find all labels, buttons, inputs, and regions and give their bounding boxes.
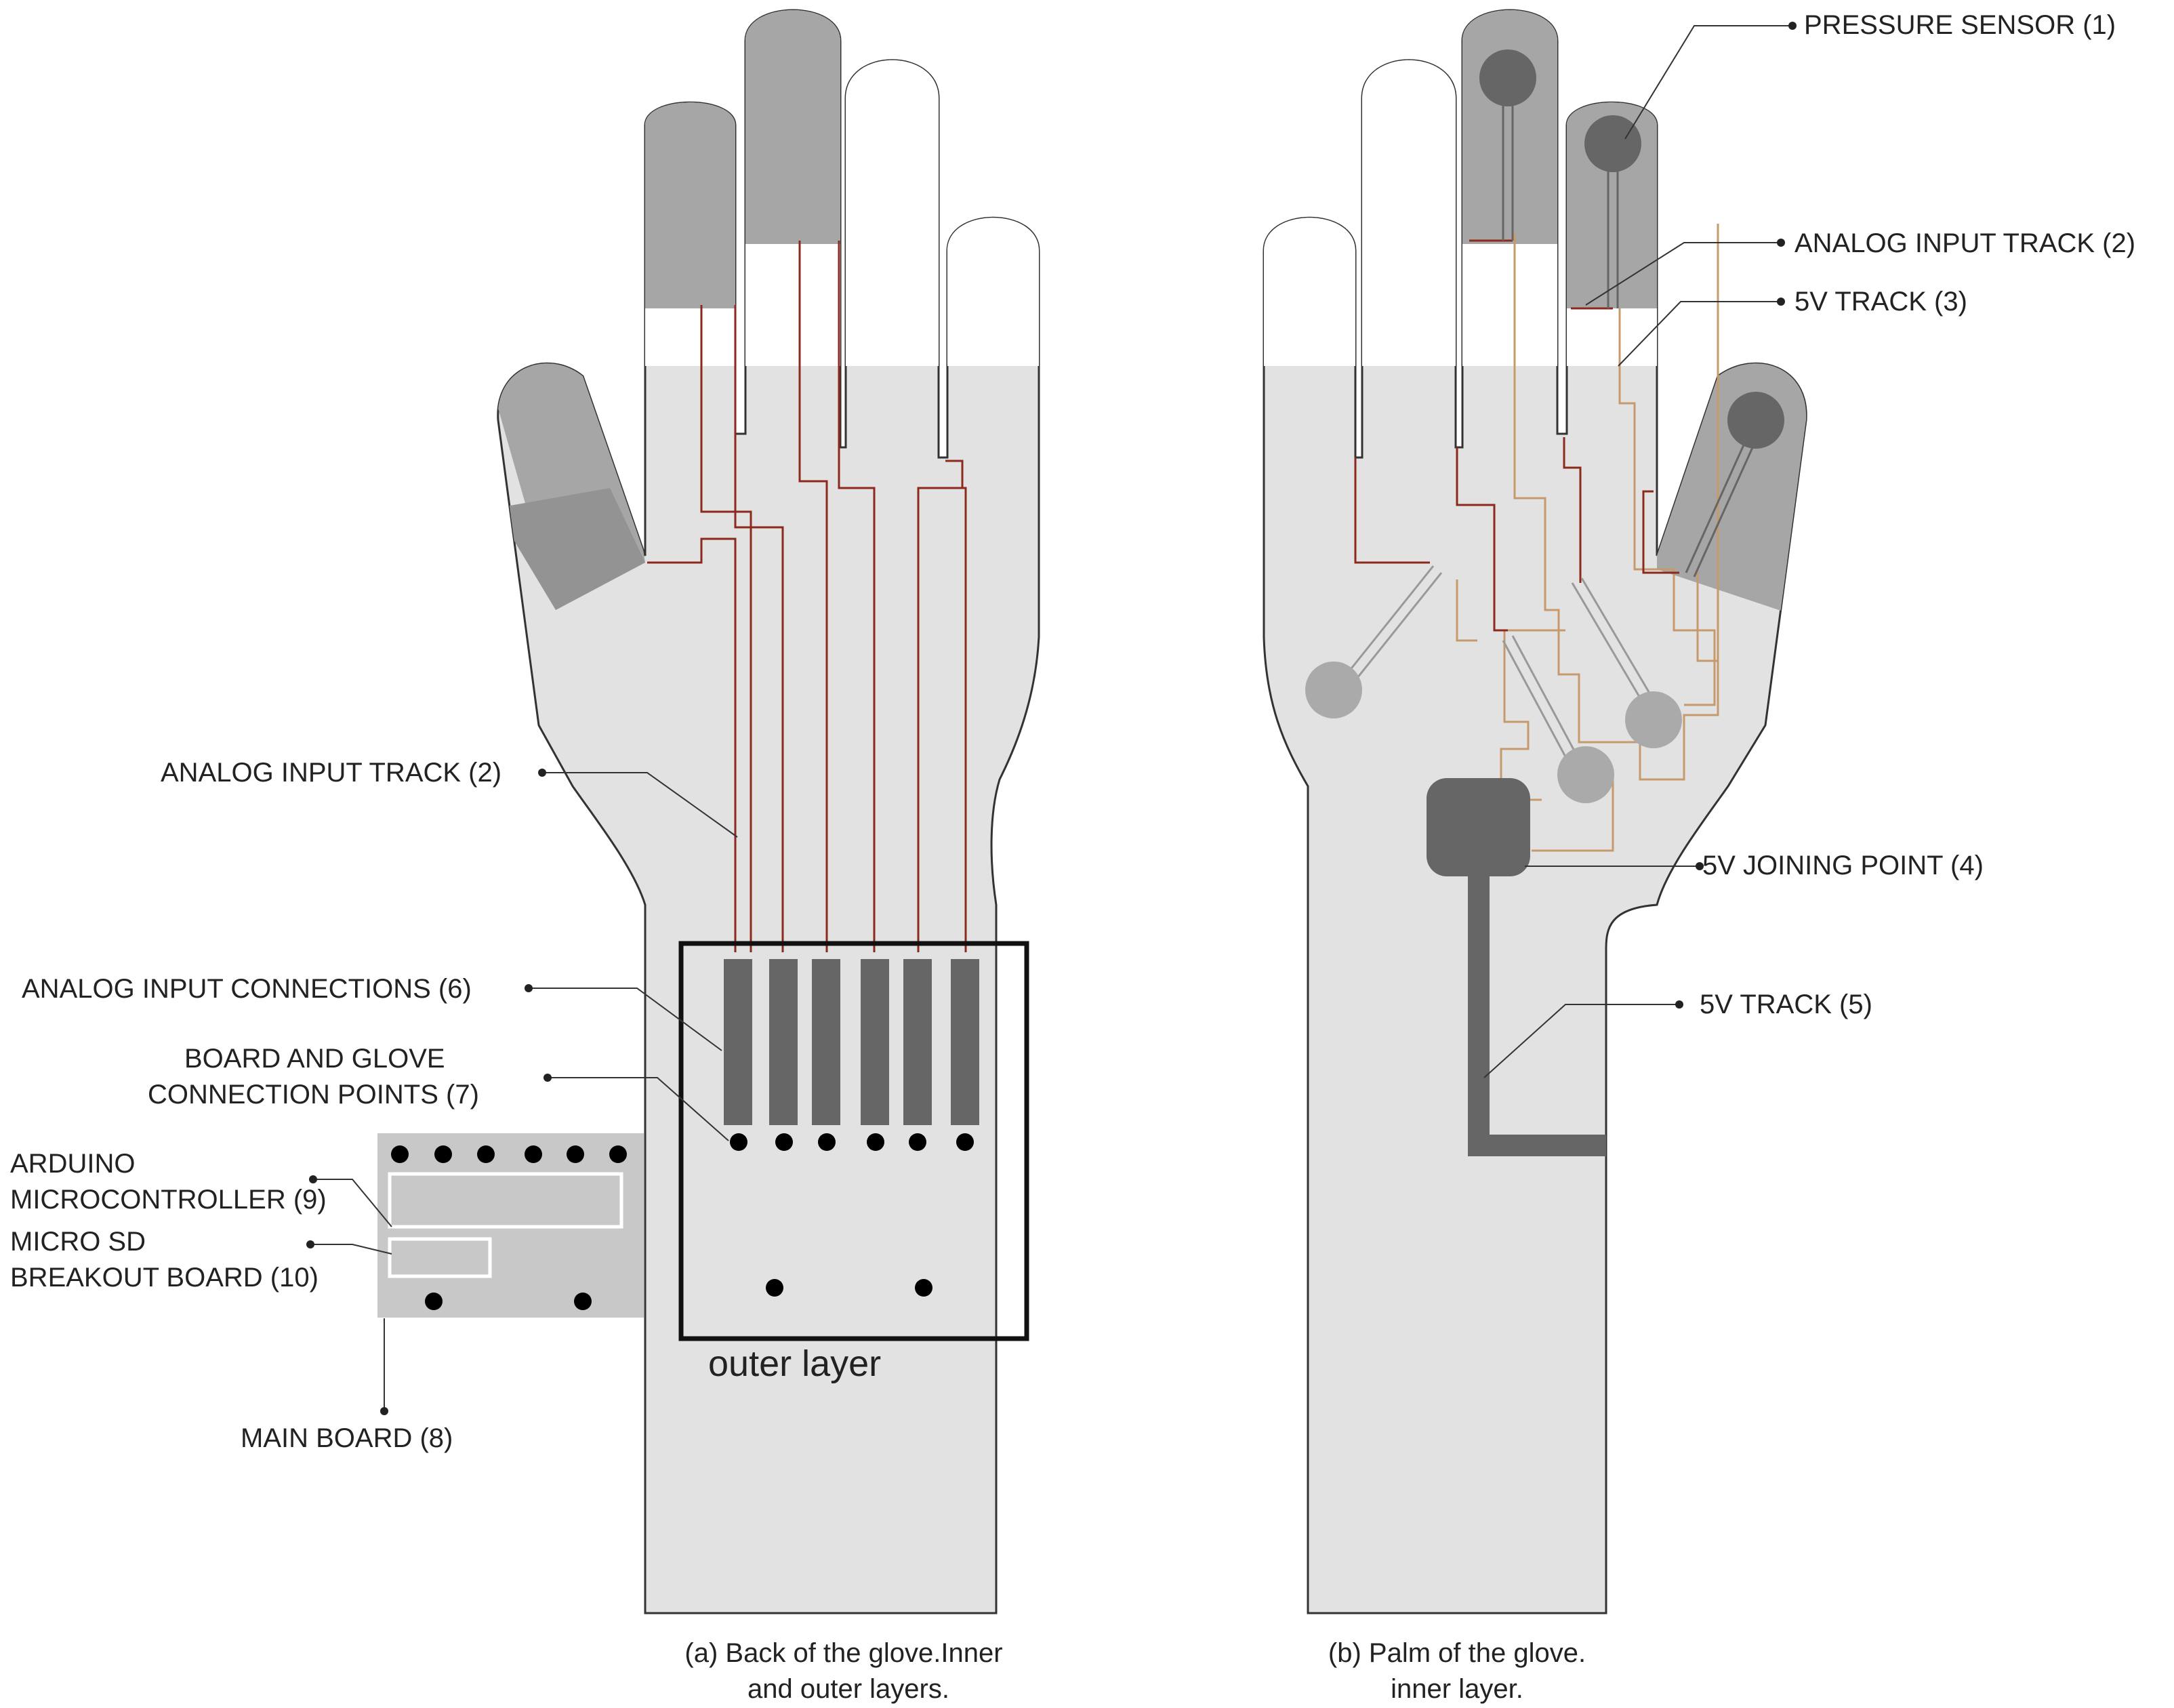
analog-track-3 [734, 305, 784, 952]
5v-track-3 [1696, 569, 1719, 715]
connection-point [766, 1279, 783, 1297]
analog-track-7 [945, 487, 967, 952]
label-analog-input-connections: ANALOG INPUT CONNECTIONS (6) [22, 974, 472, 1004]
pressure-sensor-palm [1625, 691, 1682, 748]
leader-dots [306, 22, 1797, 1415]
arduino-microcontroller [388, 1172, 623, 1229]
analog-track-5 [838, 241, 876, 952]
5v-joining-point [1427, 778, 1530, 876]
label-arduino-line2: MICROCONTROLLER (9) [10, 1185, 327, 1215]
main-board [377, 1133, 644, 1318]
connection-strip [812, 959, 840, 1125]
pressure-sensors [1305, 49, 1784, 803]
analog-track-2 [700, 305, 752, 952]
5v-tracks-thin [1456, 224, 1719, 852]
label-arduino-line1: ARDUINO [10, 1149, 135, 1179]
micro-sd-breakout-board [388, 1237, 492, 1278]
label-microsd-line2: BREAKOUT BOARD (10) [10, 1263, 319, 1293]
board-glove-connection-points [730, 1133, 974, 1297]
sensor-zone-middle [742, 10, 844, 244]
board-pin [574, 1293, 592, 1310]
5v-track-5 [1468, 874, 1606, 1156]
connection-point [915, 1279, 932, 1297]
glove-back: outer layer [497, 9, 1040, 1614]
labels: PRESSURE SENSOR (1) ANALOG INPUT TRACK (… [10, 10, 2135, 1453]
sensor-leads [1337, 81, 1761, 770]
pressure-sensor-palm [1305, 662, 1362, 718]
connection-point [775, 1133, 793, 1151]
pressure-sensor-index [1584, 115, 1641, 172]
captions: (a) Back of the glove.Inner and outer la… [684, 1638, 1586, 1704]
outer-layer-label: outer layer [708, 1343, 881, 1384]
caption-a-line1: (a) Back of the glove.Inner [684, 1638, 1002, 1668]
analog-track [1354, 458, 1430, 564]
caption-b-line1: (b) Palm of the glove. [1328, 1638, 1586, 1668]
5v-track-3 [1513, 224, 1719, 781]
analog-track-1 [647, 537, 737, 952]
board-pin [391, 1145, 409, 1163]
connection-strip [903, 959, 932, 1125]
connection-point [818, 1133, 836, 1151]
analog-tracks-palm [1354, 239, 1679, 632]
label-board-glove-line2: CONNECTION POINTS (7) [148, 1080, 479, 1110]
connection-point [909, 1133, 926, 1151]
label-pressure-sensor: PRESSURE SENSOR (1) [1804, 10, 2116, 40]
5v-track-3 [1532, 779, 1614, 852]
analog-track-4 [798, 241, 828, 952]
board-pin [434, 1145, 452, 1163]
5v-track-3 [1503, 629, 1565, 739]
5v-track-3 [1618, 308, 1716, 706]
board-pin [609, 1145, 627, 1163]
connection-point [730, 1133, 747, 1151]
connection-point [867, 1133, 884, 1151]
label-board-glove-line1: BOARD AND GLOVE [184, 1044, 445, 1074]
analog-track [1456, 447, 1508, 632]
connection-strip [861, 959, 889, 1125]
label-5v-joining-point: 5V JOINING POINT (4) [1702, 851, 1984, 880]
label-analog-input-track-left: ANALOG INPUT TRACK (2) [161, 758, 501, 788]
glove-palm [1263, 9, 1807, 1614]
pressure-sensor-thumb [1727, 392, 1784, 449]
label-5v-track-3: 5V TRACK (3) [1794, 287, 1967, 317]
label-main-board: MAIN BOARD (8) [241, 1423, 453, 1453]
caption-a-line2: and outer layers. [747, 1674, 949, 1704]
label-analog-input-track-right: ANALOG INPUT TRACK (2) [1794, 228, 2135, 258]
sensor-zone-thumb [1657, 325, 1807, 613]
analog-track [1563, 437, 1582, 583]
analog-input-connections [724, 959, 979, 1125]
sensor-zone-middle [1457, 10, 1562, 244]
board-pin [425, 1293, 443, 1310]
analog-tracks-back [647, 241, 967, 952]
connection-point [956, 1133, 974, 1151]
pressure-sensor-middle [1479, 49, 1536, 106]
analog-track [1642, 490, 1679, 574]
connection-strip [769, 959, 798, 1125]
outer-layer-box [678, 941, 1029, 1341]
label-5v-track-5: 5V TRACK (5) [1700, 990, 1872, 1019]
sensor-zone-thumb-dark [497, 488, 645, 610]
board-pin [525, 1145, 542, 1163]
caption-b-line2: inner layer. [1391, 1674, 1523, 1704]
sensor-zone-index [637, 10, 739, 308]
board-pin [567, 1145, 584, 1163]
board-pin [477, 1145, 495, 1163]
leader-lines [310, 25, 1792, 1411]
connection-strip [724, 959, 752, 1125]
label-microsd-line1: MICRO SD [10, 1227, 146, 1257]
connection-strip [951, 959, 979, 1125]
pressure-sensor-palm [1557, 746, 1614, 803]
5v-track-3 [1456, 580, 1477, 642]
